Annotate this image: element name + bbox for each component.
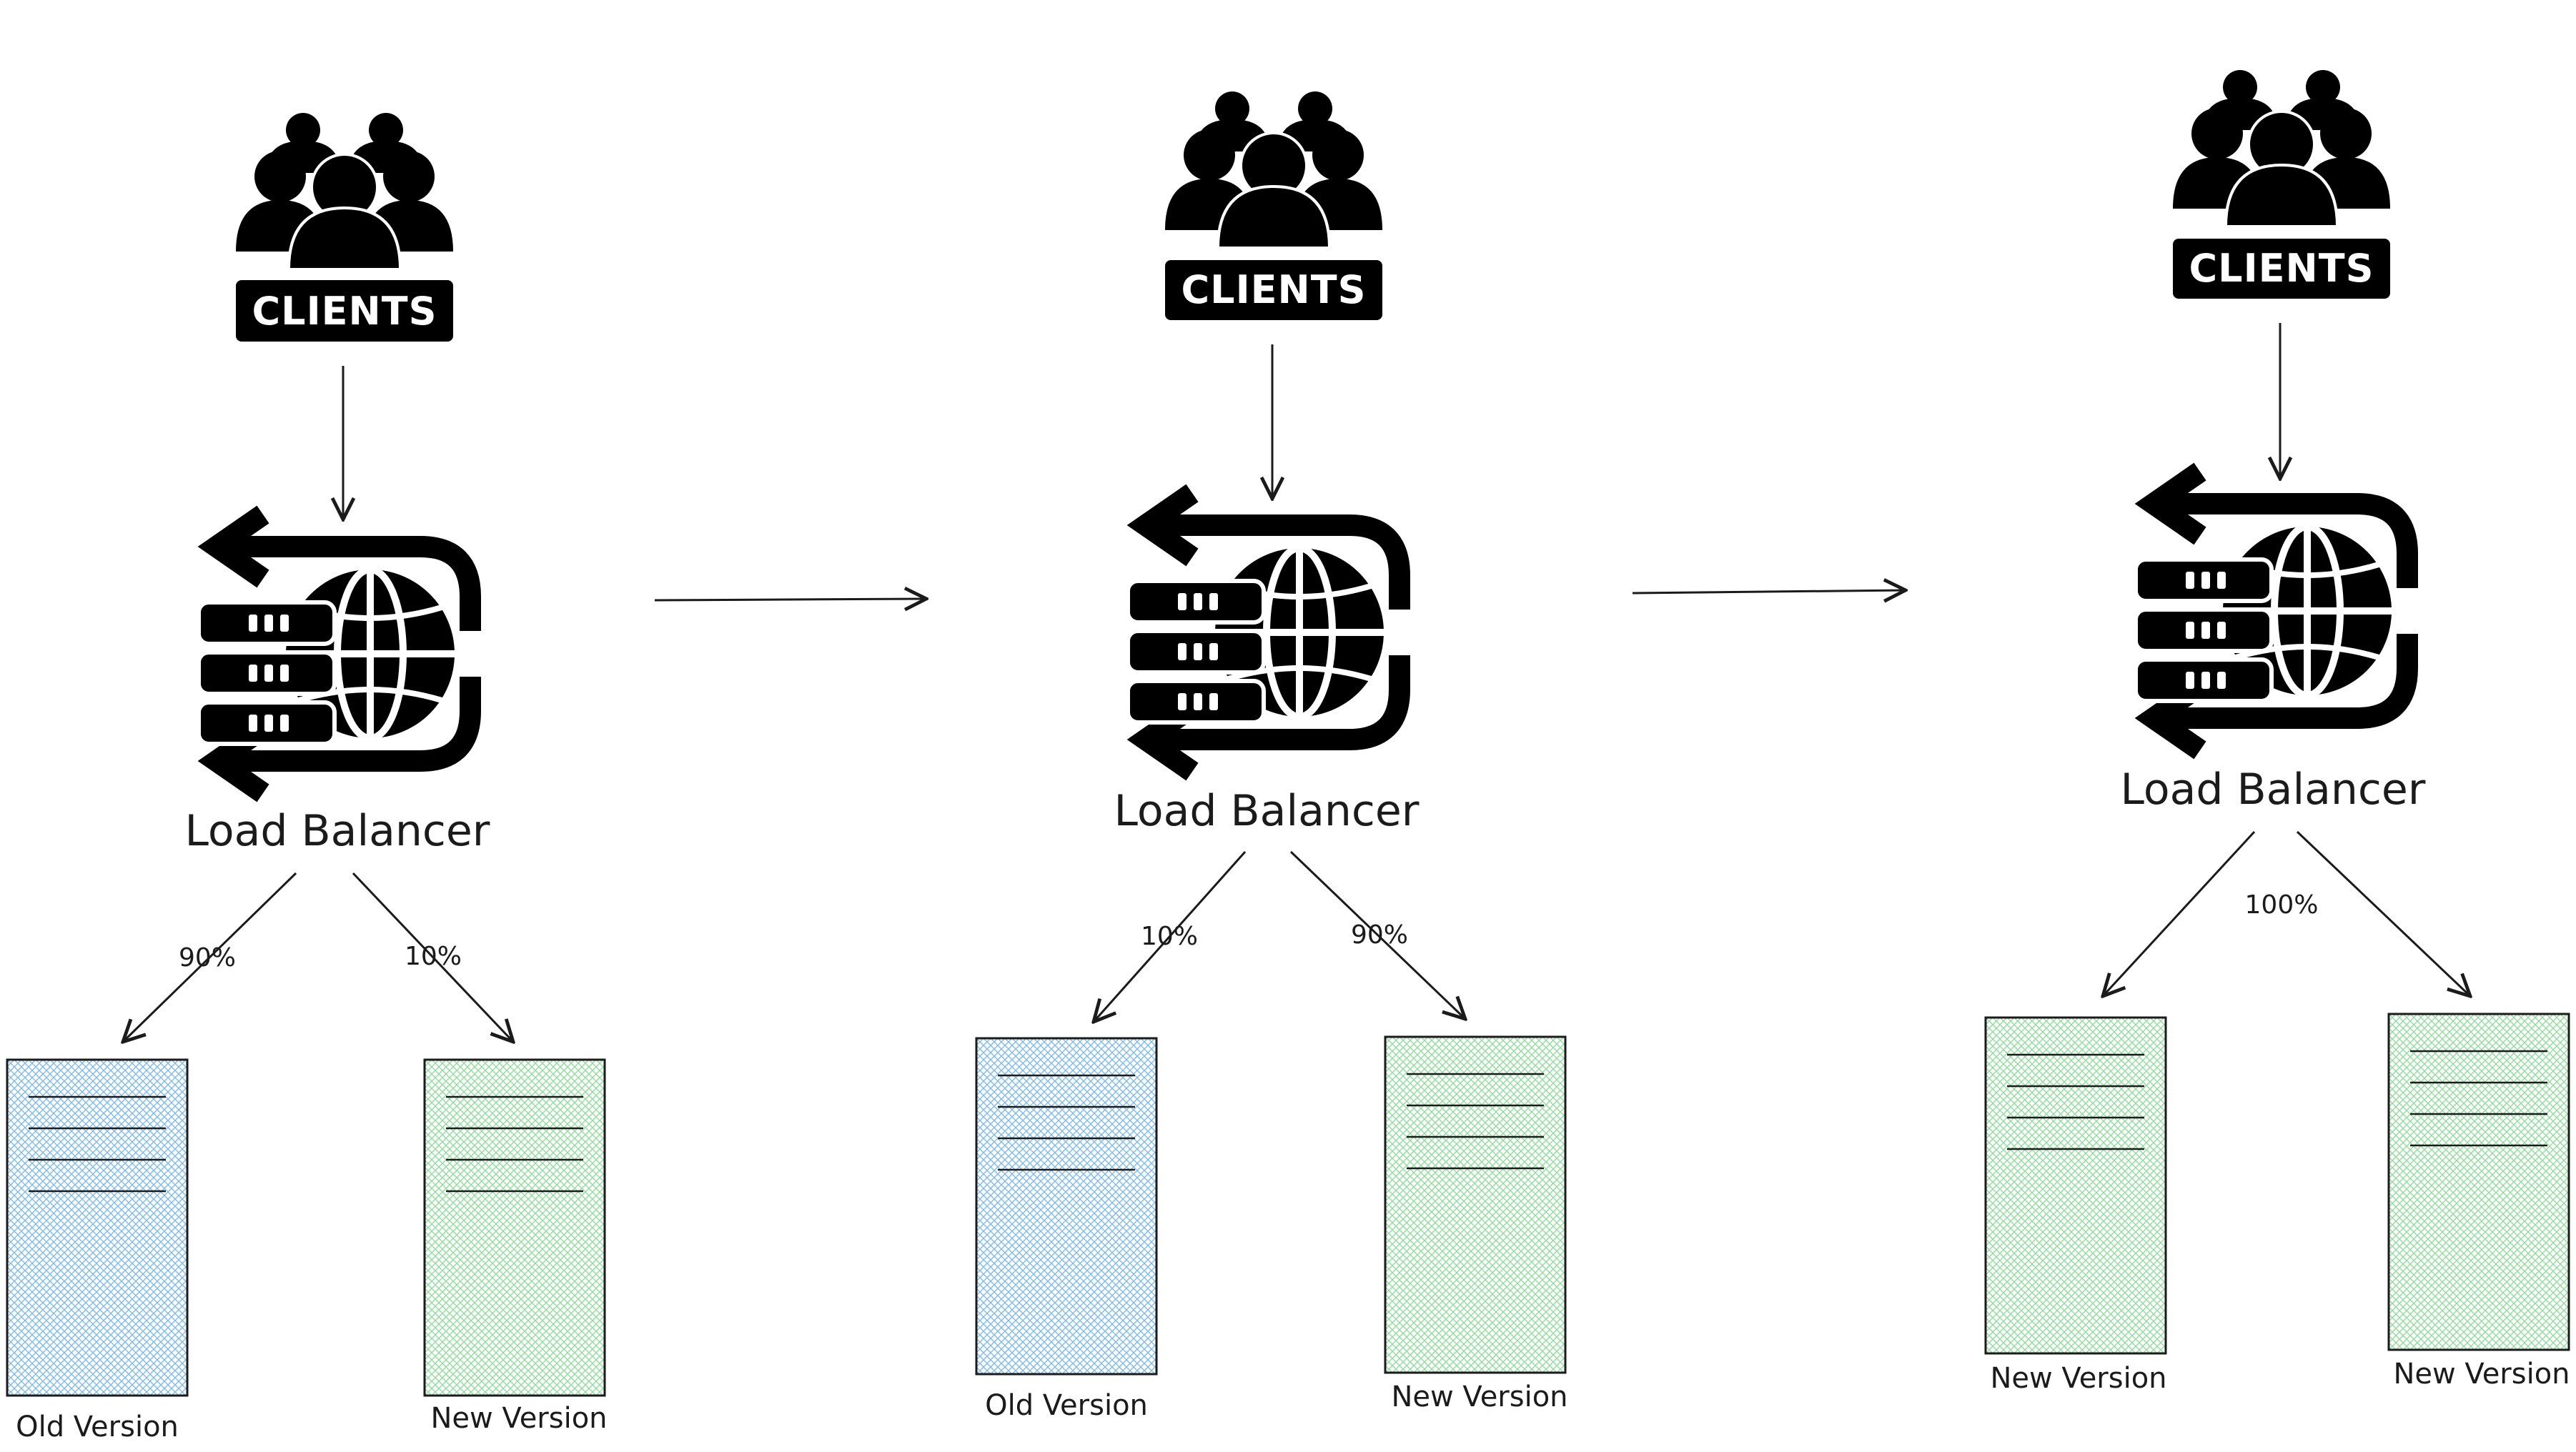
load-balancer-label: Load Balancer [2121,765,2426,815]
version-label-right: New Version [1391,1381,1567,1413]
load-balancer-label: Load Balancer [185,806,490,856]
arrow-lb-to-right [352,872,513,1042]
load-balancer-label: Load Balancer [1114,786,1420,836]
clients-label: CLIENTS [252,289,437,334]
version-label-left: Old Version [985,1389,1148,1422]
traffic-percent-center: 100% [2245,890,2319,920]
clients-icon: CLIENTS [1164,90,1384,320]
arrow-lb-to-right [2296,830,2470,996]
clients-icon: CLIENTS [2171,69,2392,299]
load-balancer-icon [199,514,470,793]
arrow-lb-to-right [1289,850,1465,1019]
arrow-lb-to-left [1094,851,1247,1022]
clients-label: CLIENTS [2189,246,2374,291]
traffic-percent-right: 10% [405,942,462,971]
clients-icon: CLIENTS [234,111,455,342]
clients-label: CLIENTS [1182,267,1367,312]
stage-1: CLIENTS Load Balancer 90% 10% Old Versio… [6,111,608,1443]
server-new-version [1984,1016,2167,1355]
version-label-right: New Version [430,1402,607,1435]
server-old-version [975,1037,1158,1376]
version-label-left: New Version [1990,1362,2166,1395]
load-balancer-icon [1128,493,1400,772]
version-label-right: New Version [2393,1358,2570,1391]
traffic-percent-right: 90% [1351,920,1408,950]
arrow-lb-to-left [123,872,297,1042]
server-old-version [6,1058,189,1397]
version-label-left: Old Version [16,1411,179,1443]
stage-transition-arrow-1 [654,599,926,600]
server-new-version [423,1058,606,1397]
stage-2: CLIENTS Load Balancer 10% 90% Old Versio… [975,90,1568,1422]
load-balancer-icon [2136,472,2407,750]
stage-transition-arrow-2 [1632,590,1906,593]
server-new-version [1384,1035,1567,1374]
stage-3: CLIENTS Load Balancer 100% New Version N… [1984,69,2570,1395]
traffic-percent-left: 90% [179,943,236,973]
traffic-percent-left: 10% [1141,922,1198,951]
arrow-lb-to-left [2103,830,2256,996]
server-new-version [2387,1013,2570,1351]
